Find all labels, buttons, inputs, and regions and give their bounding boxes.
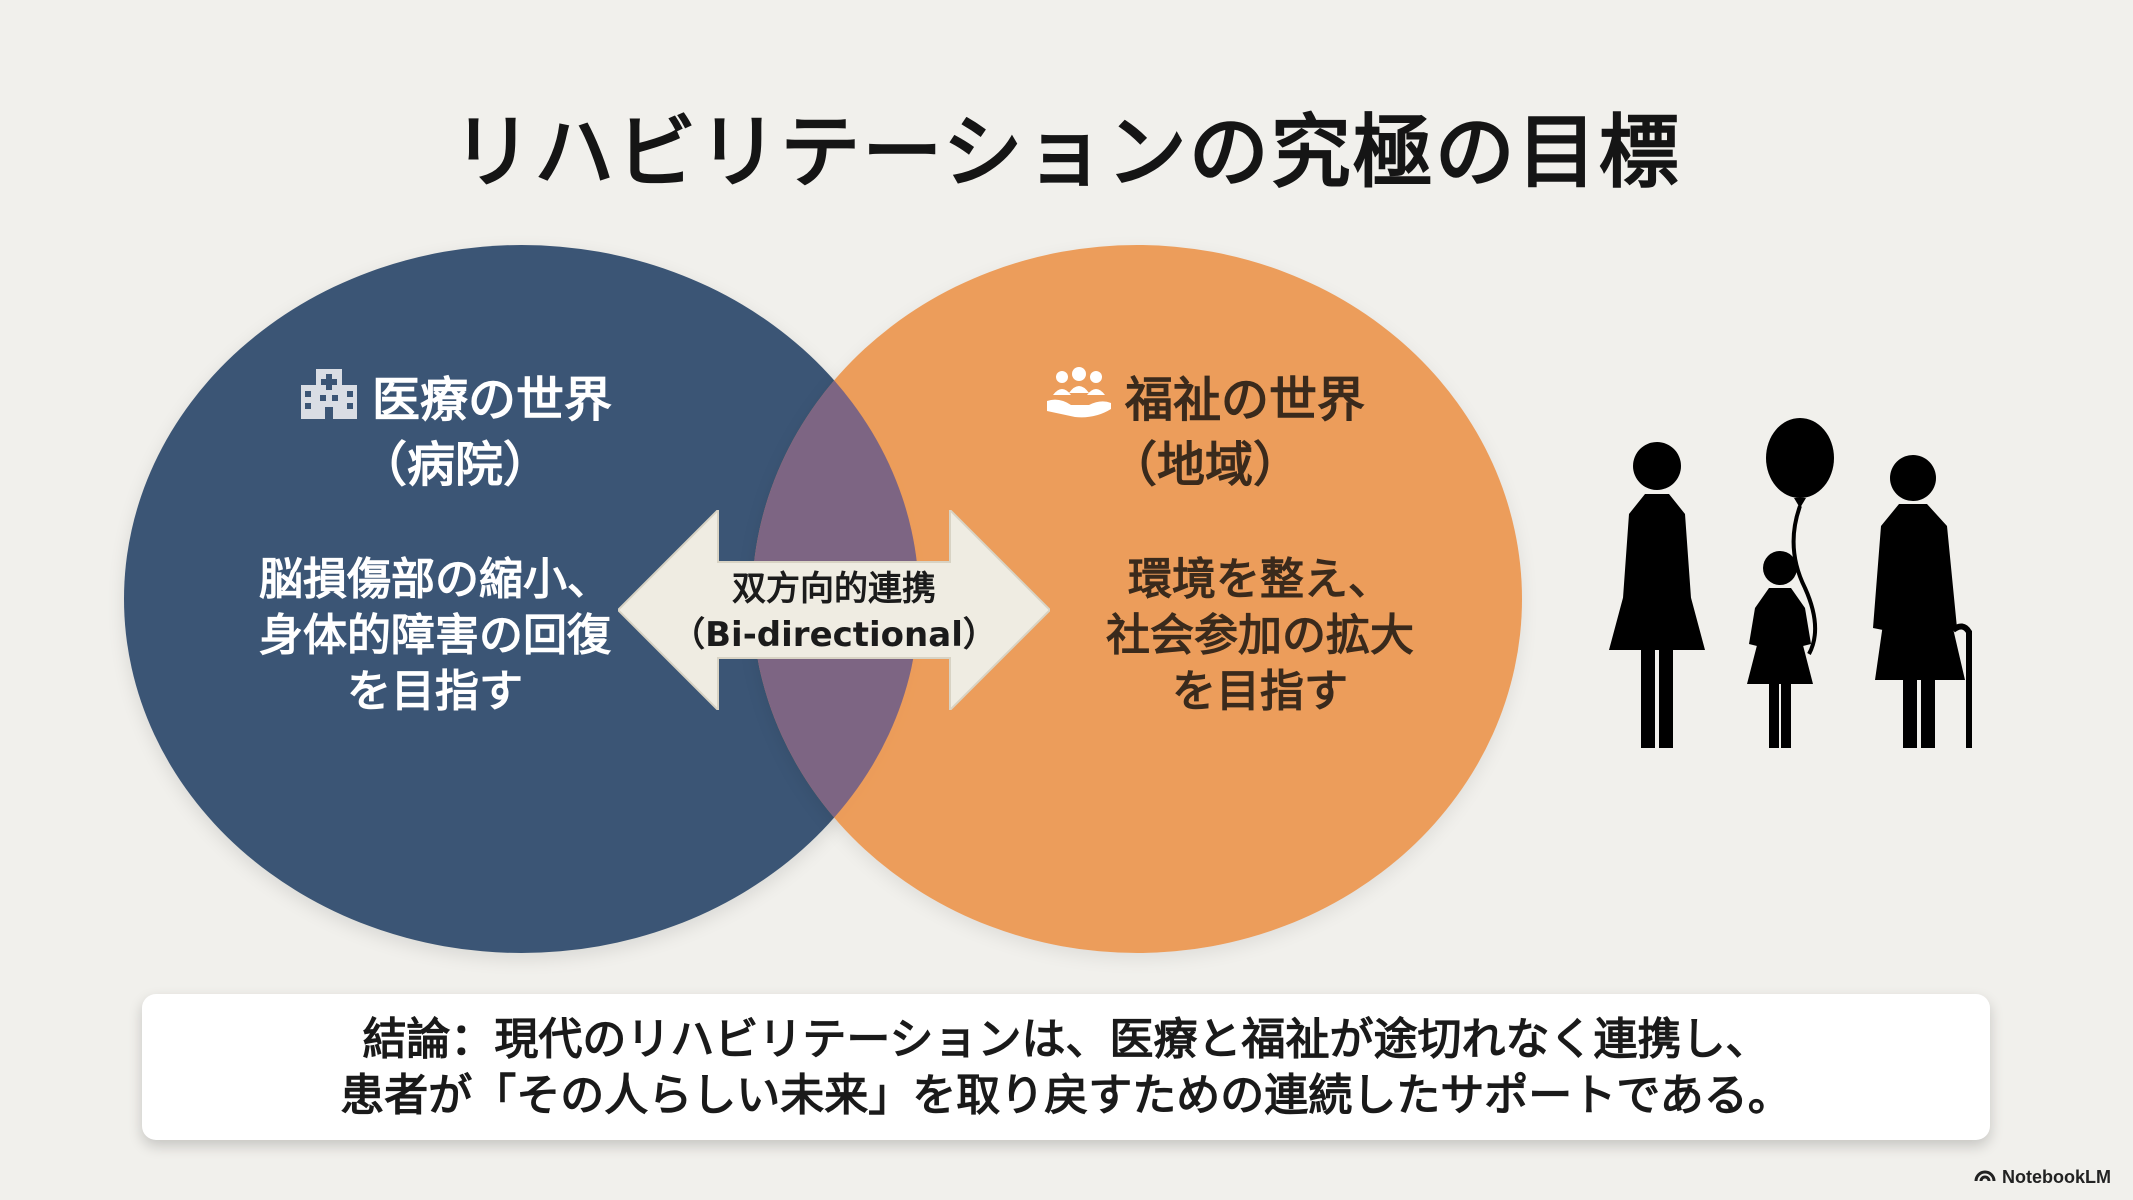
conclusion-text: 結論：現代のリハビリテーションは、医療と福祉が途切れなく連携し、 患者が「その人… bbox=[142, 1012, 1990, 1124]
hospital-icon bbox=[298, 365, 360, 435]
notebooklm-watermark: NotebookLM bbox=[1974, 1167, 2111, 1188]
medical-goal-line3: を目指す bbox=[347, 666, 523, 717]
welfare-heading: 福祉の世界 （地域） bbox=[1005, 365, 1405, 495]
medical-goal-line2: 身体的障害の回復 bbox=[259, 610, 611, 661]
welfare-heading-line2: （地域） bbox=[1108, 437, 1301, 493]
welfare-goal-line3: を目指す bbox=[1172, 666, 1348, 717]
welfare-goal-line1: 環境を整え、 bbox=[1128, 554, 1392, 605]
welfare-goal-line2: 社会参加の拡大 bbox=[1106, 610, 1414, 661]
family-with-balloon-icon bbox=[1585, 418, 2005, 758]
medical-goal-line1: 脳損傷部の縮小、 bbox=[259, 554, 611, 605]
conclusion-line2: 患者が「その人らしい未来」を取り戻すための連続したサポートである。 bbox=[340, 1070, 1792, 1121]
arrow-label: 双方向的連携 （Bi-directional） bbox=[618, 566, 1050, 658]
medical-heading-line2: （病院） bbox=[358, 437, 551, 493]
conclusion-box: 結論：現代のリハビリテーションは、医療と福祉が途切れなく連携し、 患者が「その人… bbox=[142, 994, 1990, 1140]
community-hands-icon bbox=[1045, 365, 1113, 435]
welfare-goal-text: 環境を整え、 社会参加の拡大 を目指す bbox=[1060, 552, 1460, 720]
arrow-label-line2: （Bi-directional） bbox=[671, 615, 997, 655]
arrow-label-line1: 双方向的連携 bbox=[732, 569, 936, 609]
welfare-heading-line1: 福祉の世界 bbox=[1124, 372, 1365, 428]
medical-heading: 医療の世界 （病院） bbox=[255, 365, 655, 495]
watermark-text: NotebookLM bbox=[2002, 1167, 2111, 1187]
notebooklm-logo-icon bbox=[1974, 1167, 1996, 1188]
slide-title: リハビリテーションの究極の目標 bbox=[452, 106, 1681, 199]
medical-heading-line1: 医療の世界 bbox=[371, 372, 612, 428]
medical-goal-text: 脳損傷部の縮小、 身体的障害の回復 を目指す bbox=[210, 552, 660, 720]
conclusion-line1: 結論：現代のリハビリテーションは、医療と福祉が途切れなく連携し、 bbox=[362, 1014, 1770, 1065]
bidirectional-arrow: 双方向的連携 （Bi-directional） bbox=[616, 507, 1052, 713]
